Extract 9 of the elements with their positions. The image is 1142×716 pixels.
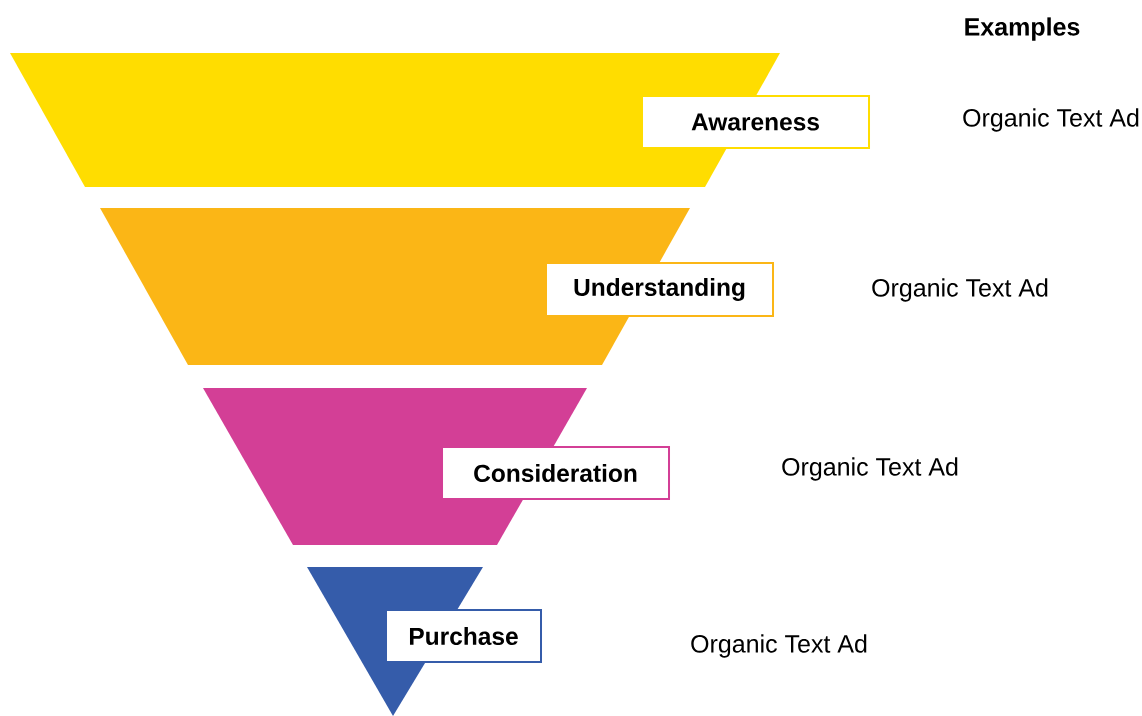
stage-label-box: Awareness <box>641 95 870 149</box>
example-text: Organic Text Ad <box>872 278 1048 302</box>
stage-label-box: Consideration <box>441 446 670 500</box>
example-text: Organic Text Ad <box>782 457 958 481</box>
stage-label-box: Purchase <box>385 609 542 663</box>
stage-label-box: Understanding <box>545 262 774 317</box>
example-text: Organic Text Ad <box>963 108 1139 132</box>
column-heading: Examples <box>965 17 1080 41</box>
example-text: Organic Text Ad <box>691 634 867 658</box>
